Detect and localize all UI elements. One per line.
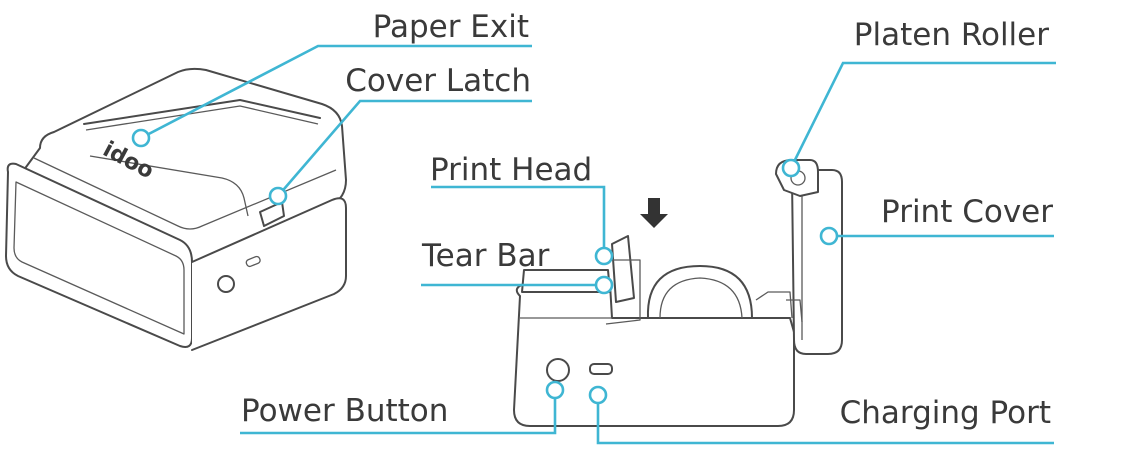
charging-port-leader xyxy=(596,395,1054,445)
down-arrow-icon xyxy=(640,198,668,228)
paper-exit-leader xyxy=(140,44,532,140)
charging-port-marker xyxy=(588,385,608,405)
tear-bar-label: Tear Bar xyxy=(421,238,550,274)
print-head-label: Print Head xyxy=(430,152,592,188)
power-button-label: Power Button xyxy=(241,393,448,429)
tear-bar-marker xyxy=(594,275,614,295)
charging-port-label: Charging Port xyxy=(840,395,1051,431)
paper-exit-label: Paper Exit xyxy=(373,9,529,45)
platen-roller-label: Platen Roller xyxy=(854,17,1049,53)
closed-printer-illustration: idoo xyxy=(5,67,347,351)
power-button-marker xyxy=(545,380,565,400)
print-cover-label: Print Cover xyxy=(881,194,1053,230)
platen-roller-marker xyxy=(781,158,801,178)
print-head-marker xyxy=(594,246,614,266)
cover-latch-leader xyxy=(277,99,532,197)
cover-latch-marker xyxy=(268,186,288,206)
paper-exit-marker xyxy=(131,128,151,148)
power-button-leader xyxy=(240,390,557,435)
cover-latch-label: Cover Latch xyxy=(345,63,531,99)
print-head-leader xyxy=(431,185,606,256)
print-cover-marker xyxy=(819,226,839,246)
platen-roller-leader xyxy=(789,61,1056,169)
